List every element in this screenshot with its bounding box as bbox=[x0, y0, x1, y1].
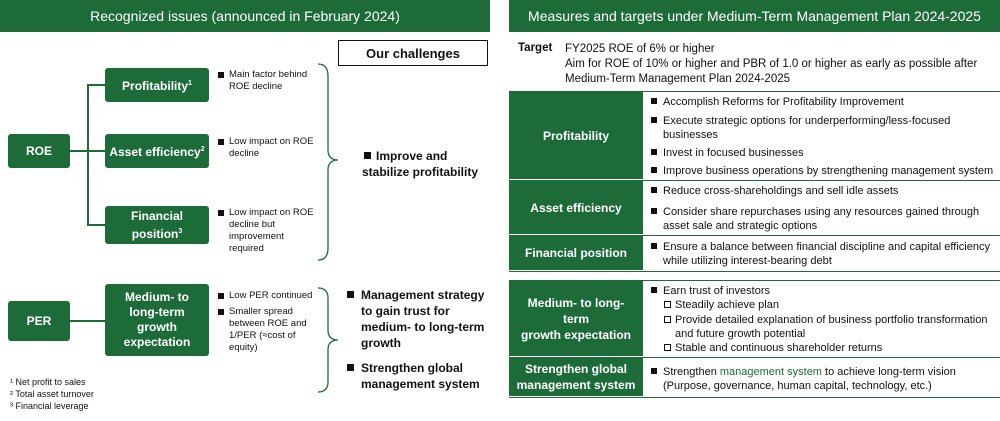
row-label-asset-efficiency: Asset efficiency bbox=[509, 181, 643, 234]
right-header-title: Measures and targets under Medium-Term M… bbox=[528, 8, 981, 24]
roe-branch-1 bbox=[87, 84, 105, 86]
left-header: Recognized issues (announced in February… bbox=[0, 0, 490, 32]
per-connector bbox=[70, 320, 105, 322]
measure-item: Strengthen management system to achieve … bbox=[663, 366, 956, 392]
per-box: PER bbox=[8, 301, 70, 341]
item-bullet bbox=[651, 117, 657, 123]
target-text: FY2025 ROE of 6% or higher Aim for ROE o… bbox=[565, 43, 978, 85]
item-bullet bbox=[651, 208, 657, 214]
challenge-bullet bbox=[347, 291, 354, 298]
roe-branch-3 bbox=[87, 224, 105, 226]
measure-item: Ensure a balance between financial disci… bbox=[663, 241, 990, 267]
profitability-box: Profitability1 bbox=[105, 68, 209, 102]
row-divider bbox=[509, 235, 1000, 236]
note-bullet bbox=[218, 293, 224, 299]
measure-sub-item: Steadily achieve plan bbox=[675, 299, 779, 311]
sub-item-bullet bbox=[664, 301, 671, 308]
target-label: Target bbox=[518, 42, 553, 54]
note-per-1: Low PER continued bbox=[229, 290, 313, 301]
roe-connector bbox=[70, 150, 88, 152]
note-bullet bbox=[218, 139, 224, 145]
note-bullet bbox=[218, 309, 224, 315]
roe-box: ROE bbox=[8, 134, 70, 168]
measure-item: Invest in focused businesses bbox=[663, 147, 804, 159]
footnotes: ¹ Net profit to sales ² Total asset turn… bbox=[10, 377, 94, 411]
per-brace-icon bbox=[317, 287, 339, 393]
measure-item: Improve business operations by strengthe… bbox=[663, 165, 994, 177]
measure-sub-item: Provide detailed explanation of business… bbox=[675, 314, 988, 340]
note-bullet bbox=[218, 210, 224, 216]
roe-label: ROE bbox=[25, 143, 52, 158]
item-bullet bbox=[651, 368, 657, 374]
item-bullet bbox=[651, 243, 657, 249]
measure-sub-item: Stable and continuous shareholder return… bbox=[675, 342, 883, 354]
measure-item: Earn trust of investors bbox=[663, 285, 770, 297]
item-bullet bbox=[651, 149, 657, 155]
challenge-profitability: Improve and bbox=[376, 149, 448, 163]
left-header-title: Recognized issues (announced in February… bbox=[90, 8, 400, 24]
right-header: Measures and targets under Medium-Term M… bbox=[509, 0, 1000, 32]
measure-item: Reduce cross-shareholdings and sell idle… bbox=[663, 185, 899, 197]
measure-item: Accomplish Reforms for Profitability Imp… bbox=[663, 96, 904, 108]
challenge-profitability-line2: stabilize profitability bbox=[362, 165, 479, 179]
roe-branch-2 bbox=[87, 150, 105, 152]
table2-border-top bbox=[509, 280, 1000, 281]
row-label-financial-position: Financial position bbox=[509, 236, 643, 270]
measure-item: Consider share repurchases using any res… bbox=[663, 206, 980, 232]
table2-border-bottom bbox=[509, 397, 1000, 398]
measure-item: Execute strategic options for underperfo… bbox=[663, 115, 951, 141]
table-border-bottom bbox=[509, 271, 1000, 272]
table-border-top bbox=[509, 91, 1000, 92]
profitability-label: Profitability1 bbox=[122, 79, 192, 93]
note-bullet bbox=[218, 72, 224, 78]
challenges-title: Our challenges bbox=[366, 45, 460, 61]
item-bullet bbox=[651, 167, 657, 173]
item-bullet bbox=[651, 187, 657, 193]
roe-brace-icon bbox=[317, 63, 339, 261]
medium-term-growth-box: Medium- to long-term growth expectation bbox=[105, 284, 209, 356]
sub-item-bullet bbox=[664, 344, 671, 351]
challenge-bullet bbox=[347, 364, 354, 371]
item-bullet bbox=[651, 98, 657, 104]
challenge-bullet bbox=[364, 152, 371, 159]
item-bullet bbox=[651, 287, 657, 293]
row-divider bbox=[509, 357, 1000, 358]
sub-item-bullet bbox=[664, 316, 671, 323]
challenges-title-box: Our challenges bbox=[338, 40, 488, 66]
medium-term-growth-label: Medium- to long-term growth expectation bbox=[123, 290, 191, 349]
per-label: PER bbox=[26, 313, 52, 328]
asset-efficiency-box: Asset efficiency2 bbox=[105, 134, 209, 168]
roe-tree-vertical bbox=[87, 84, 89, 225]
row-divider bbox=[509, 180, 1000, 181]
row-label-profitability: Profitability bbox=[509, 92, 643, 179]
asset-efficiency-label: Asset efficiency2 bbox=[109, 145, 205, 159]
